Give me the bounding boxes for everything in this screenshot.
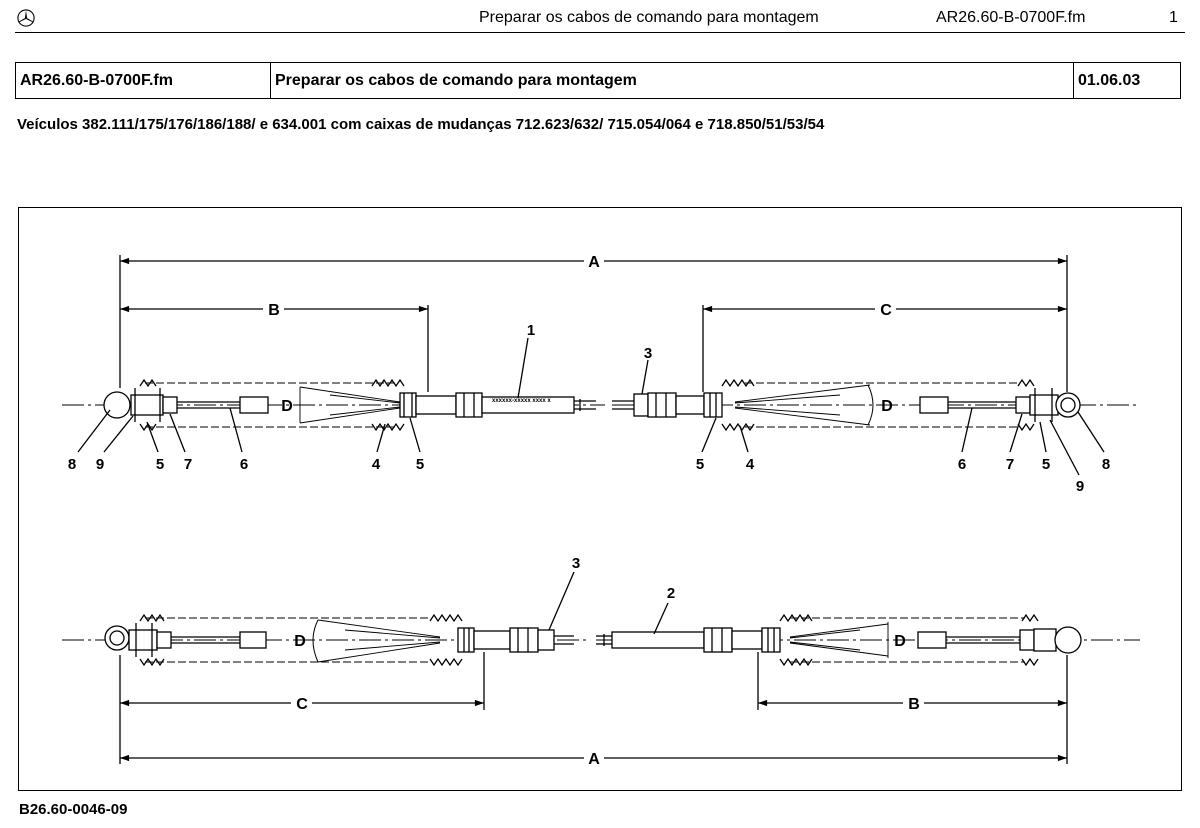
figure-id: B26.60-0046-09 xyxy=(19,801,128,818)
callout-5-left-b: 5 xyxy=(416,456,424,473)
callout-numbers: 8 9 5 7 6 4 5 1 3 5 4 6 7 5 8 9 3 2 xyxy=(68,322,1110,602)
vehicles-applicability: Veículos 382.111/175/176/186/188/ e 634.… xyxy=(17,116,825,133)
cable-part-marking: xxxxxx-xxxxx xxxx x xyxy=(492,398,551,404)
page-header: Preparar os cabos de comando para montag… xyxy=(0,0,1200,34)
dim-label-d-bottom-left: D xyxy=(294,633,306,650)
bottom-cable-assembly xyxy=(62,571,1140,764)
dim-label-d-top-left: D xyxy=(281,398,293,415)
dim-label-b-bottom: B xyxy=(908,696,920,713)
callout-8-left: 8 xyxy=(68,456,76,473)
dim-label-d-bottom-right: D xyxy=(894,633,906,650)
callout-8-right: 8 xyxy=(1102,456,1110,473)
dim-label-a-top: A xyxy=(588,254,600,271)
callout-3-bottom: 3 xyxy=(572,555,580,572)
callout-2: 2 xyxy=(667,585,675,602)
top-cable-assembly xyxy=(62,255,1140,476)
page-number: 1 xyxy=(1169,9,1178,26)
document-code-cell: AR26.60-B-0700F.fm xyxy=(15,62,271,99)
document-info-row: AR26.60-B-0700F.fm Preparar os cabos de … xyxy=(15,62,1181,99)
callout-7-left: 7 xyxy=(184,456,192,473)
dim-label-a-bottom: A xyxy=(588,751,600,768)
callout-6-left: 6 xyxy=(240,456,248,473)
callout-7-right: 7 xyxy=(1006,456,1014,473)
document-title-cell: Preparar os cabos de comando para montag… xyxy=(270,62,1074,99)
callout-9-left: 9 xyxy=(96,456,104,473)
callout-5-right-a: 5 xyxy=(696,456,704,473)
dim-label-d-top-right: D xyxy=(881,398,893,415)
header-title: Preparar os cabos de comando para montag… xyxy=(479,9,819,26)
header-rule xyxy=(15,32,1185,33)
figure-frame xyxy=(18,207,1182,791)
callout-3-top: 3 xyxy=(644,345,652,362)
callout-9-right: 9 xyxy=(1076,478,1084,495)
dim-label-c-top: C xyxy=(880,302,892,319)
document-date-cell: 01.06.03 xyxy=(1073,62,1181,99)
mercedes-star-icon xyxy=(17,9,35,27)
dim-label-b-top: B xyxy=(268,302,280,319)
callout-6-right: 6 xyxy=(958,456,966,473)
callout-4-left: 4 xyxy=(372,456,381,473)
callout-5-right-b: 5 xyxy=(1042,456,1050,473)
header-file: AR26.60-B-0700F.fm xyxy=(936,9,1086,26)
callout-1: 1 xyxy=(527,322,535,339)
dim-label-c-bottom: C xyxy=(296,696,308,713)
callout-5-left-a: 5 xyxy=(156,456,164,473)
callout-4-right: 4 xyxy=(746,456,755,473)
dimension-labels: A B C D D D D C B A xyxy=(268,254,920,768)
document-info-table: AR26.60-B-0700F.fm Preparar os cabos de … xyxy=(15,62,1181,99)
